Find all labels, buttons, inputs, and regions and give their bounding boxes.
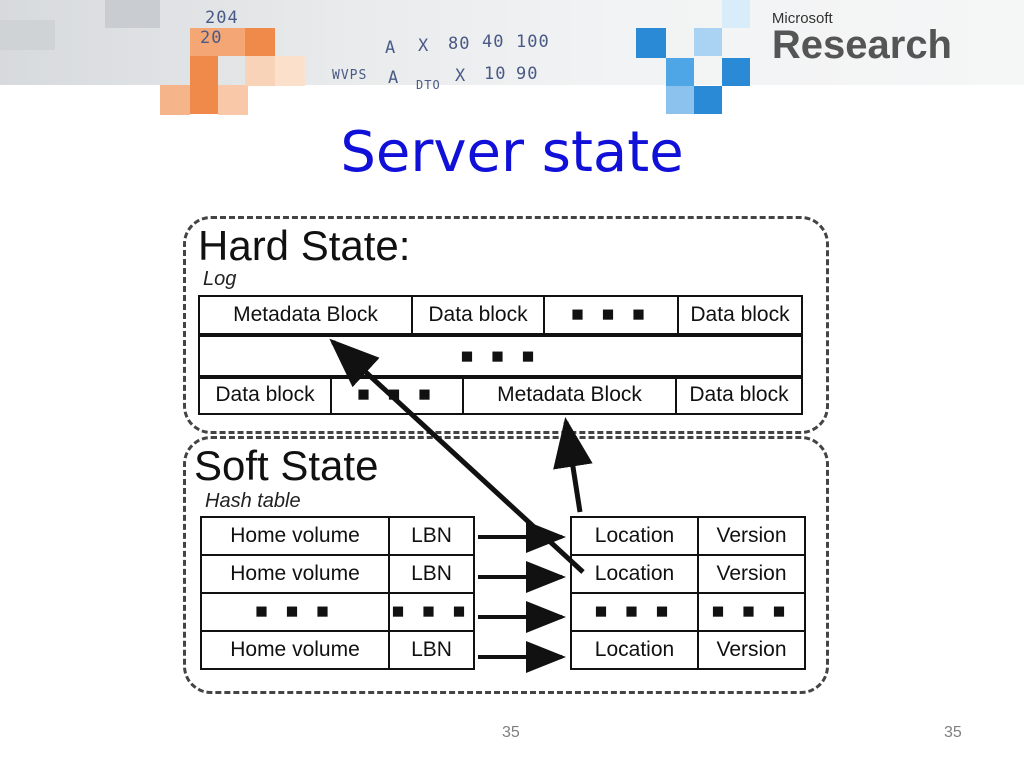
hash-cell: ■ ■ ■	[570, 592, 699, 632]
logo-microsoft-text: Microsoft	[771, 10, 833, 27]
banner-scribble: A	[388, 68, 400, 88]
hash-row: Location Version	[570, 554, 806, 594]
decor-square	[694, 28, 722, 56]
decor-square	[666, 58, 694, 86]
log-row: Metadata Block Data block ■ ■ ■ Data blo…	[198, 295, 803, 335]
hash-cell: Home volume	[200, 554, 390, 594]
decor-square	[666, 86, 694, 114]
banner-scribble: 100	[516, 32, 550, 52]
hash-cell: ■ ■ ■	[697, 592, 806, 632]
log-cell: Metadata Block	[198, 295, 413, 335]
banner-scribble: X	[455, 66, 467, 86]
banner-scribble: WVPS	[332, 68, 368, 83]
log-table: Metadata Block Data block ■ ■ ■ Data blo…	[198, 295, 803, 335]
hash-cell: Version	[697, 630, 806, 670]
hash-cell: Home volume	[200, 630, 390, 670]
hash-row: Home volume LBN	[200, 554, 475, 594]
hash-row: ■ ■ ■ ■ ■ ■	[570, 592, 806, 632]
slide-title: Server state	[340, 120, 684, 185]
header-banner: 204 20 A X 80 40 100 A X 10 90 WVPS DTO …	[0, 0, 1024, 115]
log-cell: ■ ■ ■	[198, 335, 803, 379]
hash-cell: LBN	[388, 554, 475, 594]
decor-square	[722, 58, 750, 86]
log-table: Data block ■ ■ ■ Metadata Block Data blo…	[198, 375, 803, 415]
hash-cell: Location	[570, 516, 699, 556]
hash-cell: Version	[697, 554, 806, 594]
banner-scribble: 204	[205, 8, 239, 28]
hash-cell: Home volume	[200, 516, 390, 556]
decor-square	[694, 86, 722, 114]
log-cell: ■ ■ ■	[543, 295, 679, 335]
log-cell: Data block	[675, 375, 803, 415]
slide-number-right: 35	[944, 724, 962, 741]
hash-row: ■ ■ ■ ■ ■ ■	[200, 592, 475, 632]
location-to-metadata-arrow	[553, 417, 593, 513]
decor-square	[275, 56, 305, 86]
decor-square	[105, 0, 160, 28]
banner-scribble: 10	[484, 64, 507, 84]
soft-state-heading: Soft State	[194, 442, 379, 489]
decor-square	[245, 28, 275, 56]
hash-row: Location Version	[570, 516, 806, 556]
banner-scribble: 40	[482, 32, 505, 52]
hash-cell: Version	[697, 516, 806, 556]
banner-background	[0, 0, 1024, 85]
log-cell: Metadata Block	[462, 375, 677, 415]
log-cell: Data block	[198, 375, 332, 415]
log-row: ■ ■ ■	[198, 335, 803, 379]
hash-key-table: Home volume LBN Home volume LBN ■ ■ ■ ■ …	[200, 516, 475, 670]
hash-cell: ■ ■ ■	[200, 592, 390, 632]
banner-scribble: DTO	[416, 78, 441, 92]
location-to-metadata-arrow	[329, 338, 585, 574]
hash-cell: ■ ■ ■	[388, 592, 475, 632]
decor-square	[0, 20, 55, 50]
decor-square	[160, 85, 190, 115]
hash-table-label: Hash table	[205, 490, 301, 512]
hash-cell: LBN	[388, 516, 475, 556]
decor-square	[190, 28, 245, 56]
decor-square	[245, 56, 275, 86]
decor-square	[218, 85, 248, 115]
soft-state-panel	[183, 436, 829, 694]
banner-scribble: 80	[448, 34, 471, 54]
hash-value-table: Location Version Location Version ■ ■ ■ …	[570, 516, 806, 670]
hash-row: Home volume LBN	[200, 630, 475, 670]
decor-square	[636, 28, 666, 58]
log-label: Log	[203, 268, 237, 290]
hard-state-panel	[183, 216, 829, 434]
hash-cell: LBN	[388, 630, 475, 670]
hard-state-heading: Hard State:	[198, 222, 411, 269]
logo-research-text: Research	[771, 23, 952, 67]
log-row: Data block ■ ■ ■ Metadata Block Data blo…	[198, 375, 803, 415]
microsoft-research-logo: Microsoft Research	[772, 10, 952, 65]
banner-scribble: A	[385, 38, 397, 58]
hash-cell: Location	[570, 554, 699, 594]
hash-row: Location Version	[570, 630, 806, 670]
decor-square	[722, 0, 750, 28]
log-cell: Data block	[677, 295, 803, 335]
log-table: ■ ■ ■	[198, 335, 803, 379]
hash-cell: Location	[570, 630, 699, 670]
hash-row: Home volume LBN	[200, 516, 475, 556]
banner-scribble: 90	[516, 64, 539, 84]
slide-number-center: 35	[502, 724, 520, 741]
decor-square	[190, 56, 218, 114]
banner-scribble: 20	[200, 28, 223, 48]
banner-scribble: X	[418, 36, 430, 56]
log-cell: Data block	[411, 295, 545, 335]
